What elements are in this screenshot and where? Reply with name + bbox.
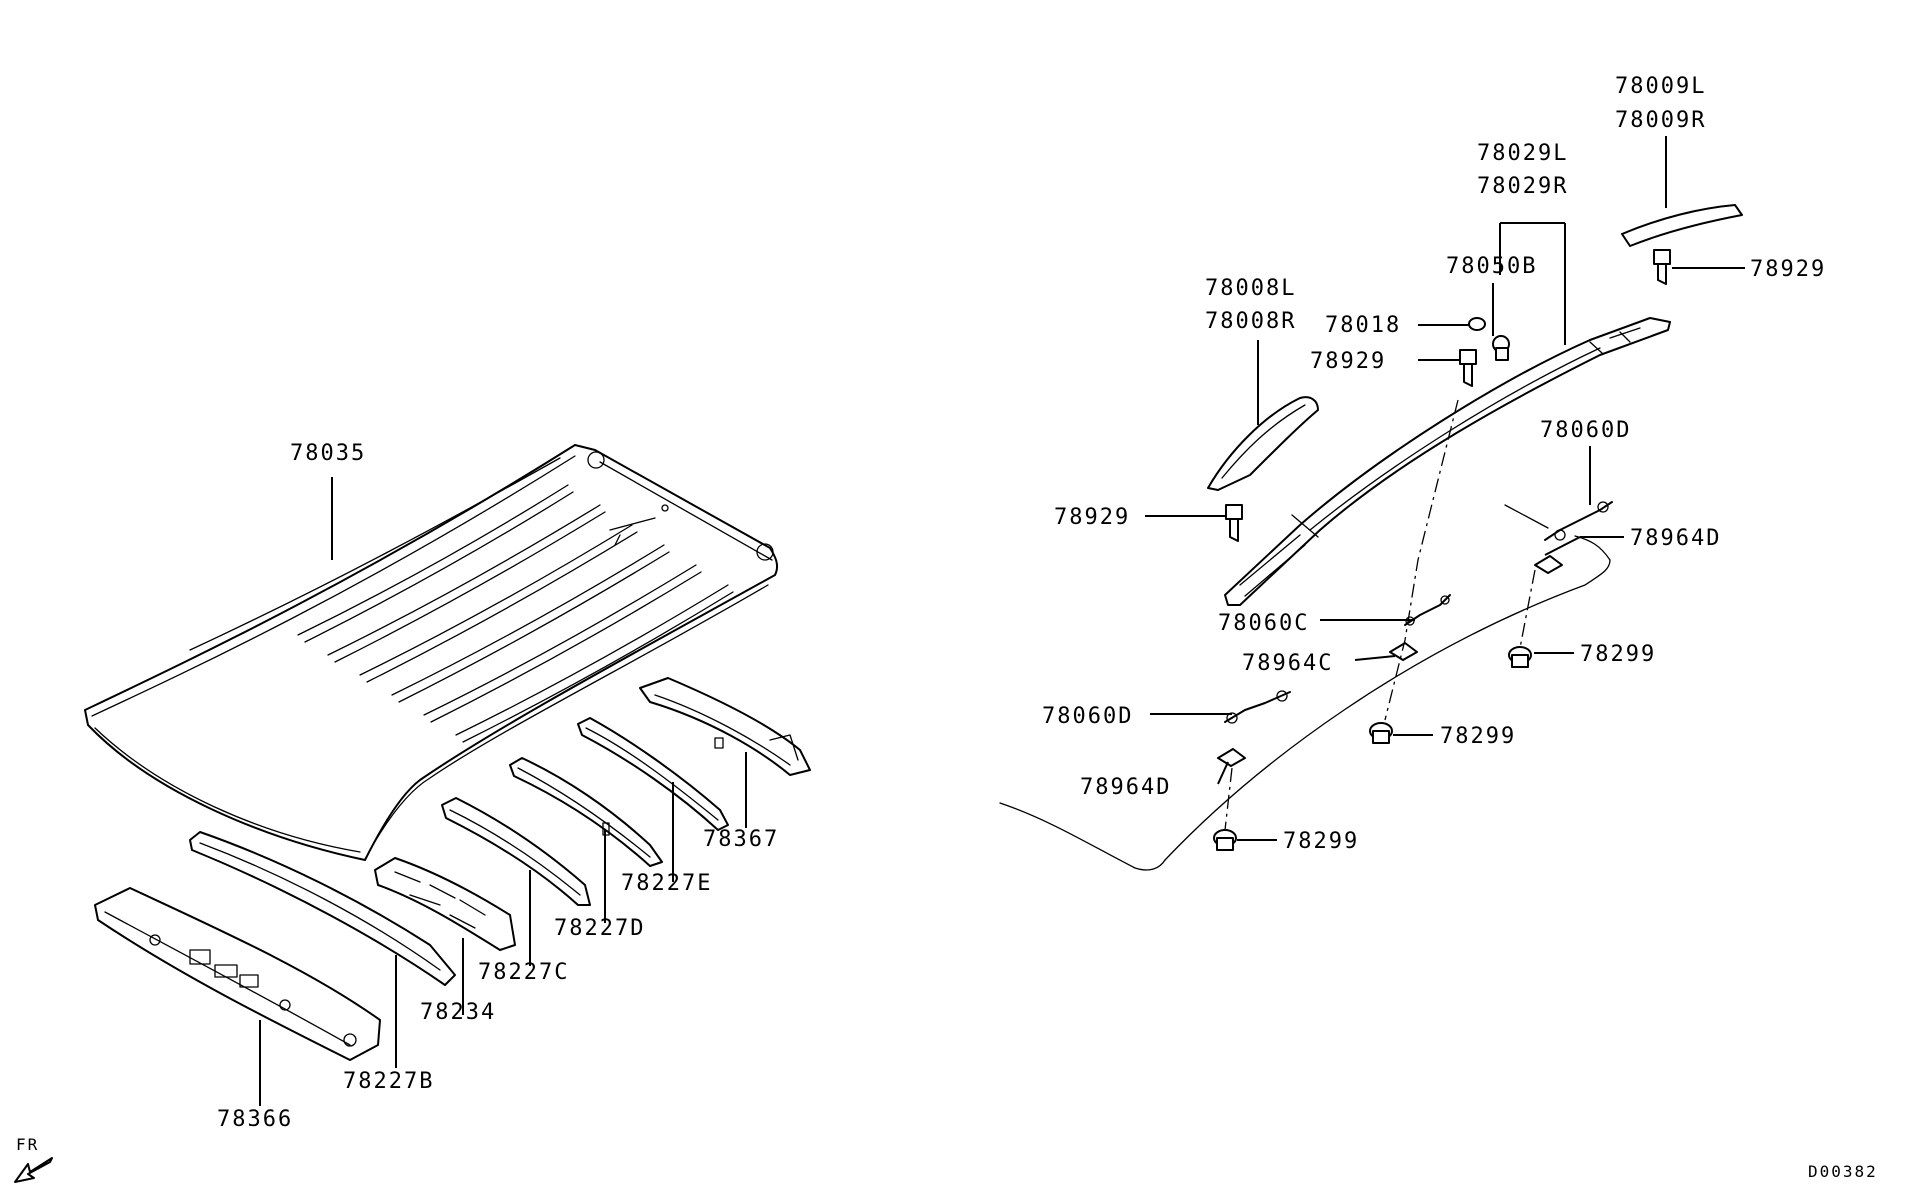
callout-screw-mid: 78929	[1310, 349, 1386, 374]
washer-left	[1217, 748, 1246, 767]
callout-front-cover-l: 78008L	[1205, 276, 1296, 301]
drawing-code: D00382	[1808, 1162, 1878, 1181]
screw-mid	[1459, 349, 1477, 387]
callout-grommet-mid: 78299	[1440, 724, 1516, 749]
callout-screw-front: 78929	[1054, 505, 1130, 530]
callout-rear-cover-r: 78009R	[1615, 108, 1706, 133]
rear-header-rail	[94, 887, 381, 1061]
roof-outline	[999, 504, 1611, 871]
screw-rear	[1653, 249, 1671, 285]
callout-rail-clip: 78050B	[1446, 254, 1537, 279]
leader-lines	[259, 136, 1745, 1106]
roof-bow-d	[509, 757, 663, 867]
callout-bow-d: 78227D	[554, 916, 645, 941]
callout-bow-panel: 78234	[420, 1000, 496, 1025]
grommet-left	[1213, 829, 1237, 851]
roof-bow-e	[577, 717, 729, 831]
rear-rail-cover	[1621, 204, 1743, 247]
front-rail-cover	[1207, 396, 1319, 491]
grommet-mid	[1369, 722, 1393, 744]
alignment-line-right	[1519, 569, 1536, 649]
callout-grommet-right: 78299	[1580, 642, 1656, 667]
callout-bow-e: 78227E	[621, 871, 712, 896]
callout-cap: 78018	[1325, 313, 1401, 338]
callout-bow-c: 78227C	[478, 960, 569, 985]
callout-bracket-left: 78060D	[1042, 704, 1133, 729]
cap	[1468, 317, 1486, 331]
callout-screw-rear: 78929	[1750, 257, 1826, 282]
callout-rear-cover-l: 78009L	[1615, 74, 1706, 99]
callout-rear-header: 78366	[217, 1107, 293, 1132]
callout-front-cover-r: 78008R	[1205, 309, 1296, 334]
washer-mid	[1389, 642, 1418, 661]
front-direction-arrow-icon	[14, 1157, 53, 1183]
washer-right	[1534, 555, 1563, 574]
callout-washer-left: 78964D	[1080, 775, 1171, 800]
screw-front	[1225, 504, 1243, 542]
rail-clip	[1492, 335, 1510, 361]
roof-bow-c	[441, 797, 591, 906]
alignment-line-left	[1224, 767, 1233, 831]
front-direction-indicator: FR	[14, 1135, 53, 1183]
callout-bracket-right: 78060D	[1540, 418, 1631, 443]
bracket-left	[1224, 690, 1291, 724]
callout-washer-right: 78964D	[1630, 526, 1721, 551]
callout-bracket-mid: 78060C	[1218, 611, 1309, 636]
callout-rail-l: 78029L	[1477, 141, 1568, 166]
roof-bow-b	[189, 831, 456, 986]
callout-front-header: 78367	[703, 827, 779, 852]
callout-washer-mid: 78964C	[1242, 651, 1333, 676]
bracket-right	[1544, 501, 1613, 541]
callout-roof-panel: 78035	[290, 441, 366, 466]
grommet-right	[1508, 646, 1532, 668]
roof-bow-panel	[374, 857, 516, 951]
roof-panel	[84, 444, 779, 861]
front-header-rail	[639, 677, 811, 776]
roof-rail	[1224, 317, 1671, 606]
callout-bow-b: 78227B	[343, 1069, 434, 1094]
callout-grommet-left: 78299	[1283, 829, 1359, 854]
alignment-line-mid	[1384, 399, 1459, 721]
front-direction-label: FR	[16, 1135, 39, 1154]
callout-rail-r: 78029R	[1477, 174, 1568, 199]
